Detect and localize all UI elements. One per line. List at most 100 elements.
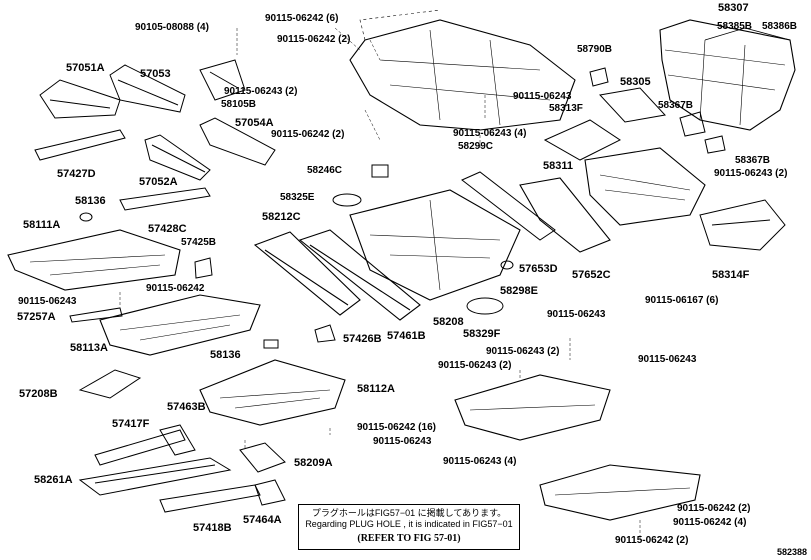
- label-90115-06167-6: 90115-06167 (6): [645, 295, 719, 306]
- label-90115-06243-2-b: 90115-06243 (2): [714, 168, 788, 179]
- label-90115-06242-2-top: 90115-06242 (2): [277, 34, 351, 45]
- bracket-57426b-part: [314, 324, 336, 343]
- bracket-58246c-part: [371, 164, 389, 178]
- member-57427d-part: [34, 129, 126, 161]
- floor-58112a-part: [199, 359, 346, 426]
- label-90115-06243-b: 90115-06243: [18, 296, 77, 307]
- bracket-58367b-upper-part: [679, 111, 706, 137]
- label-58790b: 58790B: [577, 44, 613, 55]
- member-57418b-part: [159, 484, 261, 513]
- label-58314f: 58314F: [712, 269, 750, 281]
- label-57257a: 57257A: [17, 311, 56, 323]
- label-57425b: 57425B: [181, 237, 217, 248]
- label-58386b: 58386B: [762, 21, 798, 32]
- label-58208: 58208: [433, 316, 464, 328]
- label-58385b: 58385B: [717, 21, 753, 32]
- label-90115-06243-2-d: 90115-06243 (2): [438, 360, 512, 371]
- label-57052a: 57052A: [139, 176, 178, 188]
- label-58209a: 58209A: [294, 457, 333, 469]
- label-90115-06243-a: 90115-06243: [513, 91, 572, 102]
- member-57417f-part: [94, 429, 186, 466]
- reinforcement-57257a-part: [69, 307, 123, 323]
- label-57417f: 57417F: [112, 418, 150, 430]
- label-90105-08088: 90105-08088 (4): [135, 22, 209, 33]
- member-57051a-part: [39, 79, 121, 119]
- bracket-58790b-part: [589, 67, 609, 87]
- label-58112a: 58112A: [357, 383, 395, 395]
- member-57428c-part: [119, 187, 211, 211]
- label-58311: 58311: [543, 160, 573, 172]
- plug-58136-upper-part: [79, 212, 93, 222]
- label-58136-a: 58136: [75, 195, 106, 207]
- note-line-en: Regarding PLUG HOLE , it is indicated in…: [305, 519, 513, 529]
- member-57461b-part: [298, 229, 421, 321]
- label-58299c: 58299C: [458, 141, 494, 152]
- label-90115-06242-2-d: 90115-06242 (2): [615, 535, 689, 546]
- member-57052a-part: [144, 134, 211, 181]
- label-90115-06242-4: 90115-06242 (4): [673, 517, 747, 528]
- label-90115-06243-4-a: 90115-06243 (4): [453, 128, 527, 139]
- bracket-58105b-part: [199, 59, 246, 101]
- label-57054a: 57054A: [235, 117, 274, 129]
- label-57652c: 57652C: [572, 269, 611, 281]
- label-57053: 57053: [140, 68, 171, 80]
- floor-58113a-part: [99, 294, 261, 356]
- label-90115-06242-2-b: 90115-06242 (2): [271, 129, 345, 140]
- label-90115-06243-c: 90115-06243: [547, 309, 606, 320]
- label-57461b: 57461B: [387, 330, 426, 342]
- member-57053-part: [109, 64, 186, 113]
- plug-58136-lower-part: [263, 339, 279, 349]
- note-line-jp: プラグホールはFIG57−01 に掲載してあります。: [311, 508, 507, 518]
- plug-58325e-part: [332, 193, 362, 207]
- member-58314f-part: [699, 199, 786, 251]
- label-58261a: 58261A: [34, 474, 73, 486]
- floor-bottom-right-part: [539, 464, 701, 521]
- label-58325e: 58325E: [280, 192, 315, 203]
- member-58313f-part: [543, 119, 621, 161]
- label-90115-06242-6: 90115-06242 (6): [265, 13, 339, 24]
- member-58305-part: [599, 87, 666, 123]
- plug-hole-note: プラグホールはFIG57−01 に掲載してあります。 Regarding PLU…: [298, 504, 520, 550]
- label-57208b: 57208B: [19, 388, 58, 400]
- member-57464a-part: [254, 479, 286, 506]
- label-57463b: 57463B: [167, 401, 206, 413]
- rear-floor-pan-58311-part: [584, 147, 706, 226]
- leader-lines: [119, 27, 641, 540]
- label-58305: 58305: [620, 76, 651, 88]
- label-90115-06243-e: 90115-06243: [373, 436, 432, 447]
- label-57418b: 57418B: [193, 522, 232, 534]
- label-58111a: 58111A: [23, 219, 61, 231]
- label-58105b: 58105B: [221, 99, 257, 110]
- label-58367b-b: 58367B: [735, 155, 771, 166]
- label-57428c: 57428C: [148, 223, 187, 235]
- label-58307: 58307: [718, 2, 749, 14]
- member-57652c-part: [519, 177, 611, 253]
- label-58329f: 58329F: [463, 328, 501, 340]
- label-90115-06243-2-c: 90115-06243 (2): [486, 346, 560, 357]
- member-57653d-part: [461, 171, 556, 241]
- note-reference: (REFER TO FIG 57-01): [357, 533, 461, 544]
- label-90115-06243-4-b: 90115-06243 (4): [443, 456, 517, 467]
- label-58298e: 58298E: [500, 285, 538, 297]
- front-floor-58111a-part: [7, 229, 181, 291]
- member-58261a-part: [78, 457, 232, 496]
- member-57208b-part: [78, 369, 142, 399]
- bracket-58367b-lower-part: [704, 135, 726, 154]
- member-58212c-part: [253, 231, 361, 316]
- member-57054a-part: [199, 117, 276, 166]
- label-58113a: 58113A: [70, 342, 108, 354]
- plug-58329f-part: [466, 297, 504, 315]
- rear-upper-panel-part: [659, 19, 796, 131]
- bracket-57425b-part: [194, 257, 213, 279]
- label-58246c: 58246C: [307, 165, 343, 176]
- figure-id: 582388: [776, 547, 807, 557]
- label-58313f: 58313F: [549, 103, 583, 114]
- label-58136-b: 58136: [210, 349, 241, 361]
- label-90115-06242-16: 90115-06242 (16): [357, 422, 436, 433]
- label-57653d: 57653D: [519, 263, 558, 275]
- label-90115-06242-2-c: 90115-06242 (2): [677, 503, 751, 514]
- label-57464a: 57464A: [243, 514, 282, 526]
- floor-lower-right-part: [454, 374, 611, 441]
- center-floor-58208-part: [349, 189, 521, 301]
